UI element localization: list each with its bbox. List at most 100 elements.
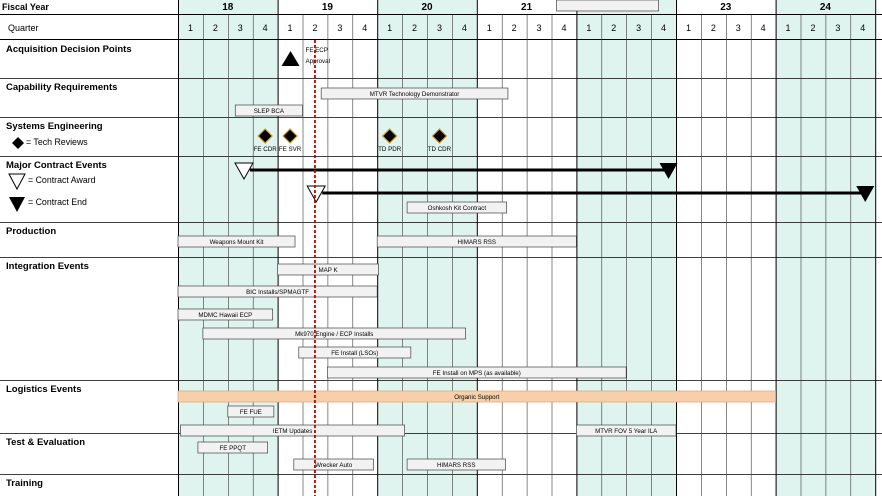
milestone-label: FE ECP	[306, 47, 328, 54]
bar-label: HIMARS RSS Contract	[576, 0, 640, 2]
contract-end-legend-icon	[9, 197, 25, 212]
tech-review-label: FE CDR	[254, 146, 278, 153]
bar-label: Weapons Mount Kit	[210, 239, 264, 246]
quarter-23-4: 4	[761, 23, 766, 33]
quarter-24-1: 1	[786, 23, 791, 33]
bar-label: MDMC Hawaii ECP	[198, 312, 252, 319]
row-label-test-evaluation: Test & Evaluation	[6, 437, 85, 448]
quarter-24-2: 2	[810, 23, 815, 33]
bar-himars-rss-contract	[556, 0, 659, 12]
bar-label: SLEP BCA	[254, 108, 285, 115]
row-label-logistics-events: Logistics Events	[6, 384, 82, 395]
quarter-18-2: 2	[213, 23, 218, 33]
row-label-production: Production	[6, 226, 56, 237]
bar-himars-rss	[406, 458, 506, 471]
quarter-20-2: 2	[412, 23, 417, 33]
milestone-label: Approval	[306, 58, 330, 65]
quarter-22-3: 3	[636, 23, 641, 33]
bar-slep-bca	[234, 104, 303, 117]
bar-organic-support	[177, 390, 776, 403]
quarter-20-4: 4	[462, 23, 467, 33]
tech-review-diamond	[257, 128, 273, 144]
bar-label: Oshkosh Kit Contract	[428, 205, 487, 212]
bar-label: FE Install (LSOs)	[331, 350, 378, 357]
year-label-19: 19	[322, 2, 334, 13]
bar-wrecker-auto	[293, 458, 374, 471]
row-label-major-contract-events: Major Contract Events	[6, 160, 107, 171]
year-label-23: 23	[720, 2, 732, 13]
tech-review-legend: = Tech Reviews	[26, 137, 88, 147]
row-label-training: Training	[6, 478, 43, 489]
row-label-systems-engineering: Systems Engineering	[6, 121, 103, 132]
bar-label: IETM Updates	[273, 428, 313, 435]
quarter-18-1: 1	[188, 23, 193, 33]
quarter-22-2: 2	[611, 23, 616, 33]
quarter-19-1: 1	[288, 23, 293, 33]
quarter-22-1: 1	[586, 23, 591, 33]
year-label-21: 21	[521, 2, 533, 13]
bar-mdmc-hawaii-ecp	[177, 308, 273, 321]
bar-label: Wrecker Auto	[315, 462, 353, 469]
tech-review-diamond	[431, 128, 448, 144]
bar-label: Organic Support	[454, 394, 499, 401]
bar-fe-install-lsos-	[298, 346, 412, 359]
contract-award-marker	[234, 162, 254, 181]
quarter-22-4: 4	[661, 23, 666, 33]
contract-end-legend: = Contract End	[28, 197, 87, 207]
bar-map-k	[277, 263, 379, 276]
quarter-20-3: 3	[437, 23, 442, 33]
year-label-20: 20	[421, 2, 433, 13]
bar-label: FE PPQT	[220, 445, 247, 452]
row-label-acquisition-decision-points: Acquisition Decision Points	[6, 44, 132, 55]
bar-mtvr-technology-demonstrator	[320, 87, 509, 100]
year-label-24: 24	[820, 2, 832, 13]
quarter-label: Quarter	[8, 23, 39, 33]
bar-label: Mk970 Engine / ECP Installs	[295, 331, 373, 338]
quarter-18-3: 3	[238, 23, 243, 33]
bar-label: HIMARS RSS	[437, 462, 476, 469]
tech-review-legend-icon	[12, 137, 24, 149]
fe-ecp-approval-marker	[281, 51, 300, 66]
quarter-21-2: 2	[512, 23, 517, 33]
quarter-21-1: 1	[487, 23, 492, 33]
bar-label: FE FUE	[240, 409, 262, 416]
bar-fe-fue	[227, 405, 275, 418]
quarter-19-4: 4	[362, 23, 367, 33]
tech-review-label: TD PDR	[378, 146, 402, 153]
quarter-21-4: 4	[561, 23, 566, 33]
quarter-21-3: 3	[537, 23, 542, 33]
quarter-23-1: 1	[686, 23, 691, 33]
bar-fe-ppqt	[197, 441, 268, 454]
quarter-24-3: 3	[835, 23, 840, 33]
year-shade-22	[576, 0, 676, 496]
quarter-23-3: 3	[736, 23, 741, 33]
bar-ietm-updates	[180, 424, 405, 437]
bar-oshkosh-kit-contract	[406, 201, 508, 214]
quarter-23-2: 2	[711, 23, 716, 33]
quarter-20-1: 1	[387, 23, 392, 33]
bar-mtvr-fov-5-year-ila	[576, 424, 677, 437]
tech-review-label: TD CDR	[428, 146, 452, 153]
bar-himars-rss	[376, 235, 577, 248]
tech-review-label: FE SVR	[279, 146, 302, 153]
contract-end-marker	[856, 186, 875, 202]
bar-label: MAP K	[318, 267, 338, 274]
quarter-18-4: 4	[263, 23, 268, 33]
bar-label: HIMARS RSS	[458, 239, 497, 246]
bar-label: MTVR Technology Demonstrator	[370, 91, 460, 98]
contract-award-marker	[306, 185, 327, 204]
contract-award-legend-icon	[8, 173, 26, 191]
bar-fe-install-on-mps-as-available-	[327, 366, 627, 379]
row-label-integration-events: Integration Events	[6, 261, 89, 272]
bar-weapons-mount-kit	[177, 235, 296, 248]
row-label-capability-requirements: Capability Requirements	[6, 82, 117, 93]
year-shade-24	[775, 0, 876, 496]
bar-label: MTVR FOV 5 Year ILA	[595, 428, 658, 435]
year-label-18: 18	[222, 2, 234, 13]
bar-label: BIC Installs/SPMAGTF	[246, 289, 309, 296]
contract-award-legend: = Contract Award	[28, 175, 96, 185]
quarter-24-4: 4	[860, 23, 865, 33]
bar-bic-installs-spmagtf	[177, 285, 378, 298]
